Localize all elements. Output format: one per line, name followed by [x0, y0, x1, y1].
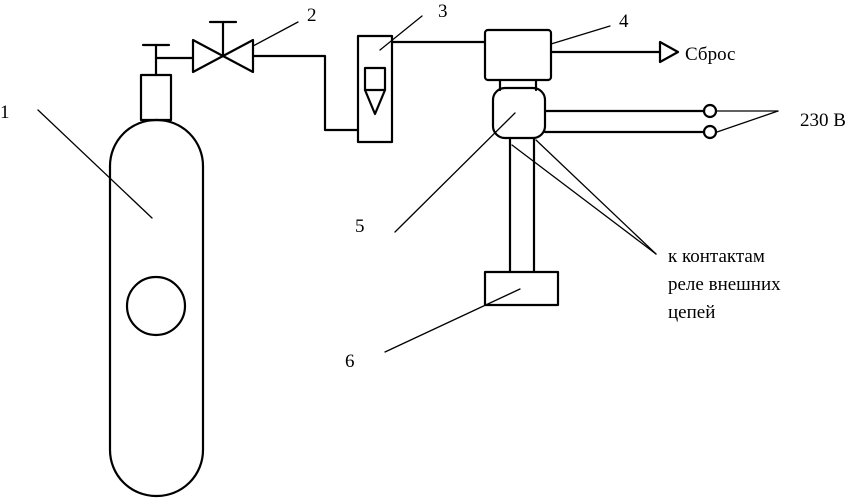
- terminal-top-icon: [702, 103, 718, 119]
- terminal-bottom-icon: [702, 124, 718, 140]
- leader-voltage-b: [716, 110, 779, 133]
- leader-3: [379, 15, 423, 51]
- label-relay-line1: к контактам: [668, 246, 765, 267]
- sensor-box: [483, 28, 553, 82]
- shutoff-valve: [191, 20, 255, 74]
- sensor-chamber: [483, 28, 680, 92]
- cylinder-neck: [139, 73, 173, 122]
- leader-relay-b: [535, 139, 657, 255]
- pipe-valve-flowmeter: [251, 54, 360, 132]
- leader-4: [550, 25, 611, 45]
- detector-unit: [491, 86, 718, 274]
- label-5: 5: [355, 216, 365, 237]
- leader-6: [384, 288, 521, 353]
- cylinder-gauge: [125, 275, 187, 337]
- flowmeter-tube: [356, 34, 394, 144]
- gas-cylinder: [108, 43, 205, 498]
- leader-2: [252, 21, 299, 47]
- label-voltage: 230 В: [800, 110, 846, 131]
- cylinder-body: [108, 118, 205, 498]
- indicator-block: [483, 270, 560, 307]
- valve-left-triangle: [191, 38, 225, 74]
- label-3: 3: [438, 1, 448, 22]
- vent-arrow-icon: [658, 40, 680, 64]
- leader-5: [394, 112, 516, 233]
- label-relay-line3: цепей: [668, 302, 715, 323]
- flowmeter: [356, 34, 394, 144]
- valve-right-triangle: [221, 38, 255, 74]
- label-vent: Сброс: [685, 44, 735, 65]
- label-6: 6: [345, 351, 355, 372]
- label-relay-line2: реле внешних: [668, 274, 781, 295]
- leader-1: [37, 109, 153, 219]
- leader-relay-a: [511, 144, 657, 255]
- label-1: 1: [0, 102, 10, 123]
- detector-body: [491, 86, 547, 140]
- flowmeter-float: [363, 66, 387, 116]
- label-2: 2: [307, 5, 317, 26]
- label-4: 4: [619, 11, 629, 32]
